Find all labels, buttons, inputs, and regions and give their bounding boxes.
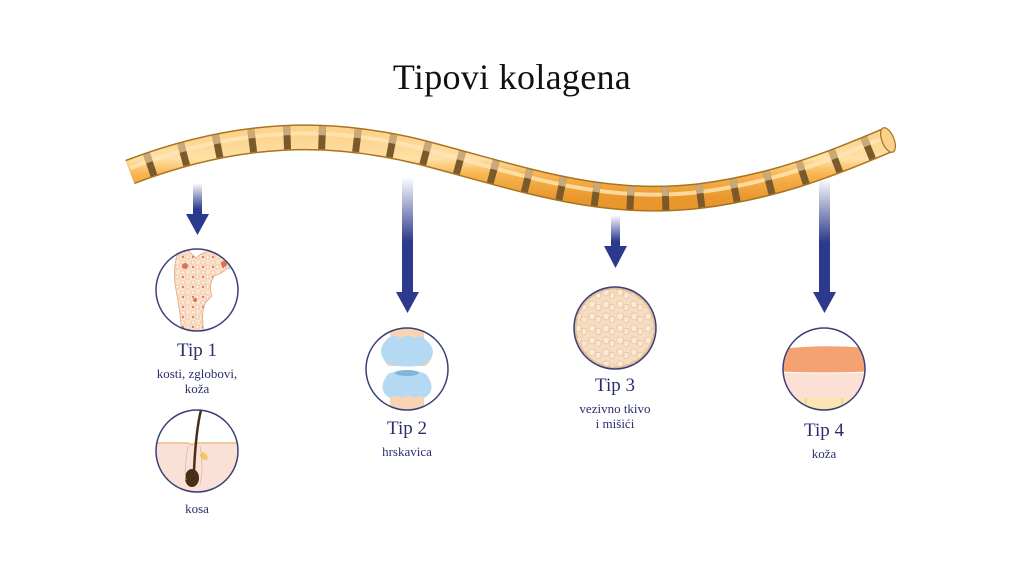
fiber-band [795, 160, 810, 185]
connective-tissue-icon [573, 286, 657, 370]
type-2-desc: hrskavica [382, 444, 432, 459]
arrow-tip-2 [396, 177, 419, 313]
fiber-band [860, 136, 876, 161]
fiber-band [453, 150, 466, 175]
skin-layers-icon [782, 327, 866, 411]
bone-icon [155, 248, 239, 332]
fiber-band [419, 141, 433, 166]
arrow-tip-4 [813, 178, 836, 313]
type-3-desc-line-2: i mišići [595, 416, 635, 431]
type-1-desc-line-2: koža [184, 381, 210, 396]
hair-desc: kosa [185, 501, 209, 516]
arrow-tip-1 [186, 183, 209, 235]
type-3-name: Tip 3 [595, 375, 635, 396]
type-1-desc-line-1: kosti, zglobovi, [156, 366, 238, 381]
type-3-desc-line-1: vezivno tkivo [579, 401, 651, 416]
fiber-band [247, 128, 258, 153]
fiber-band [143, 152, 158, 177]
type-4-desc: koža [811, 446, 837, 461]
fiber-band [212, 134, 224, 159]
fiber-band [828, 149, 844, 174]
fiber-band [695, 184, 706, 208]
fiber-band [661, 186, 670, 211]
fiber-band [283, 126, 292, 150]
fiber-band [590, 182, 601, 207]
type-3-label: Tip 3 vezivno tkivo i mišići [555, 375, 675, 431]
fiber-band [318, 126, 327, 150]
fiber-band [762, 170, 776, 195]
fiber-band [626, 186, 635, 210]
fiber-band [385, 133, 398, 158]
fiber-band [520, 168, 534, 193]
fiber-band [352, 128, 362, 153]
type-4-label: Tip 4 koža [764, 420, 884, 461]
type-2-label: Tip 2 hrskavica [347, 418, 467, 459]
fiber-band [177, 142, 191, 167]
type-2-name: Tip 2 [387, 418, 427, 439]
hair-follicle-icon [155, 409, 239, 493]
page-title: Tipovi kolagena [392, 57, 632, 97]
cartilage-joint-icon [365, 327, 449, 411]
type-1-name: Tip 1 [177, 340, 217, 361]
fiber-band [555, 176, 567, 201]
fiber-band [729, 178, 741, 203]
hair-label: kosa [137, 501, 257, 516]
arrow-tip-3 [604, 215, 627, 268]
type-1-label: Tip 1 kosti, zglobovi, koža [137, 340, 257, 396]
fiber-end-cap [880, 127, 896, 153]
collagen-fiber [125, 124, 896, 212]
fiber-band [486, 159, 500, 184]
type-4-name: Tip 4 [804, 420, 844, 441]
